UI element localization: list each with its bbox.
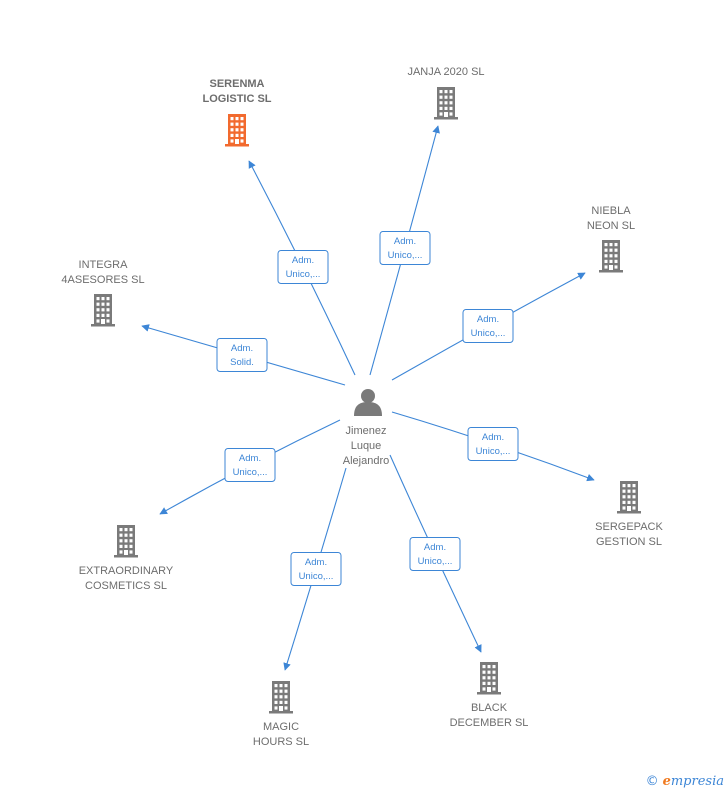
building-icon (114, 525, 138, 558)
person-icon (354, 389, 382, 416)
role-label-box (462, 309, 514, 343)
role-label-text: Unico,... (388, 250, 423, 261)
role-label-text: Adm. (239, 453, 261, 464)
building-icon (434, 87, 458, 120)
edge-extraordinary[interactable]: Adm. Unico,... (159, 419, 341, 515)
company-node-serenma[interactable]: SERENMA LOGISTIC SL (202, 78, 272, 147)
role-label-text: Unico,... (233, 467, 268, 478)
role-label-text: Unico,... (299, 571, 334, 582)
person-name-line: Luque (351, 440, 382, 452)
building-icon (617, 481, 641, 514)
edge-janja[interactable]: Adm. Unico,... (369, 125, 440, 376)
role-label-text: Unico,... (286, 269, 321, 280)
role-label-box (277, 250, 329, 284)
company-node-magic[interactable]: MAGIC HOURS SL (253, 681, 309, 748)
company-node-integra[interactable]: INTEGRA 4ASESORES SL (61, 259, 145, 327)
company-name-line: 4ASESORES SL (61, 274, 144, 286)
role-label-box (379, 231, 431, 265)
edge-serenma[interactable]: Adm. Unico,... (248, 160, 356, 376)
building-icon (269, 681, 293, 714)
company-name-line: NEON SL (587, 220, 635, 232)
company-node-sergepack[interactable]: SERGEPACK GESTION SL (595, 481, 663, 548)
copyright-symbol: © (645, 774, 659, 789)
company-name-line: LOGISTIC SL (202, 93, 271, 105)
person-name-line: Alejandro (343, 455, 389, 467)
brand-logo-text: mpresia (670, 774, 724, 789)
company-name-line: SERENMA (209, 78, 264, 90)
edge-black[interactable]: Adm. Unico,... (389, 454, 482, 653)
role-label-text: Unico,... (418, 556, 453, 567)
edge-integra[interactable]: Adm. Solid. (141, 324, 346, 386)
role-label-text: Adm. (482, 432, 504, 443)
company-name-line: NIEBLA (591, 205, 631, 217)
building-icon (91, 294, 115, 327)
person-name-line: Jimenez (346, 425, 387, 437)
role-label-text: Adm. (305, 557, 327, 568)
building-icon (599, 240, 623, 273)
edge-magic[interactable]: Adm. Unico,... (283, 467, 347, 671)
center-person[interactable]: Jimenez Luque Alejandro (343, 389, 389, 467)
company-name-line: INTEGRA (79, 259, 129, 271)
company-node-extraordinary[interactable]: EXTRAORDINARY COSMETICS SL (79, 525, 174, 592)
role-label-box (290, 552, 342, 586)
edge-niebla[interactable]: Adm. Unico,... (391, 272, 586, 381)
role-label-box (224, 448, 276, 482)
brand-logo-initial: e (662, 774, 671, 789)
company-node-janja[interactable]: JANJA 2020 SL (407, 66, 485, 120)
role-label-box (216, 338, 268, 372)
company-name-line: BLACK (471, 702, 508, 714)
company-name-line: GESTION SL (596, 536, 662, 548)
role-label-text: Adm. (231, 343, 253, 354)
role-label-text: Adm. (424, 542, 446, 553)
company-name-line: HOURS SL (253, 736, 309, 748)
role-label-text: Adm. (292, 255, 314, 266)
role-label-box (467, 427, 519, 461)
company-node-black[interactable]: BLACK DECEMBER SL (450, 662, 529, 729)
role-label-text: Unico,... (476, 446, 511, 457)
company-name-line: DECEMBER SL (450, 717, 529, 729)
role-label-text: Adm. (394, 236, 416, 247)
role-label-box (409, 537, 461, 571)
role-label-text: Adm. (477, 314, 499, 325)
company-node-niebla[interactable]: NIEBLA NEON SL (587, 205, 635, 273)
brand-footer: ©empresia (646, 774, 724, 789)
edge-sergepack[interactable]: Adm. Unico,... (391, 411, 595, 482)
building-icon (225, 114, 249, 147)
role-label-text: Solid. (230, 357, 254, 368)
role-label-text: Unico,... (471, 328, 506, 339)
company-name-line: MAGIC (263, 721, 299, 733)
company-name-line: COSMETICS SL (85, 580, 167, 592)
building-icon (477, 662, 501, 695)
company-name-line: JANJA 2020 SL (407, 66, 484, 78)
company-name-line: SERGEPACK (595, 521, 663, 533)
company-name-line: EXTRAORDINARY (79, 565, 174, 577)
